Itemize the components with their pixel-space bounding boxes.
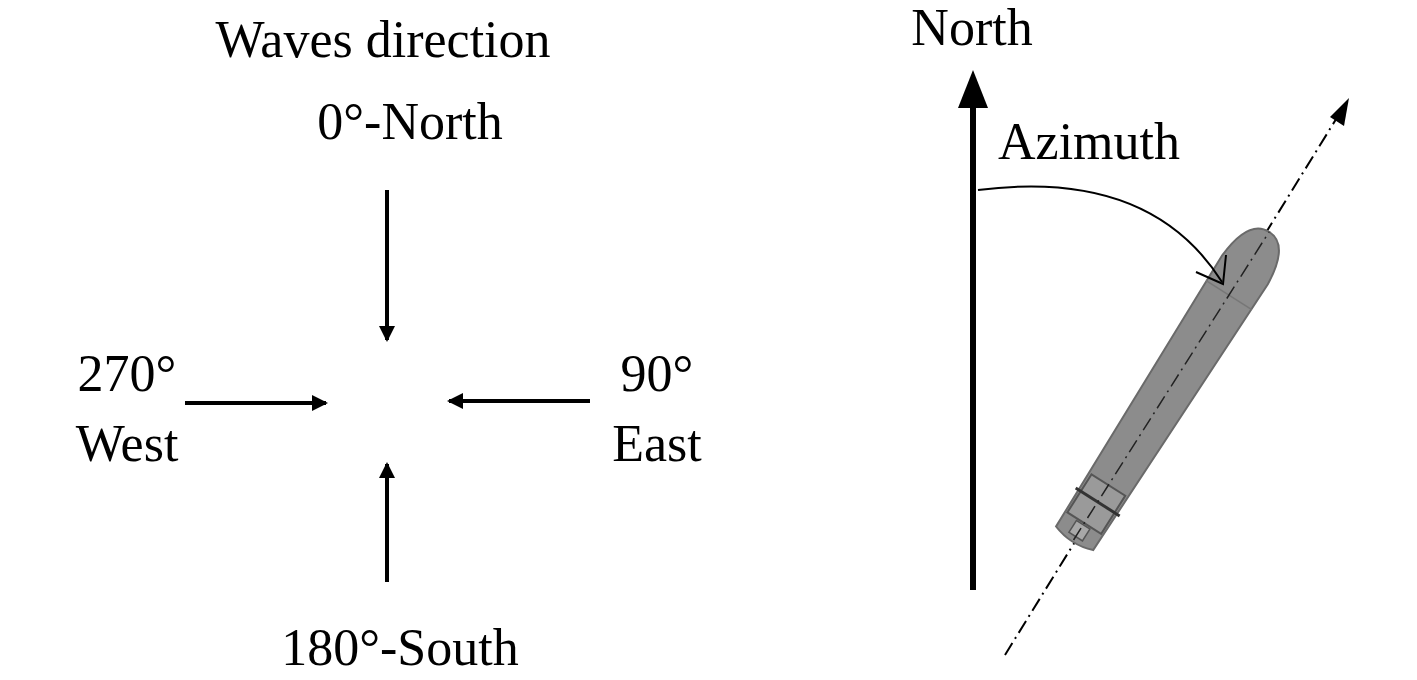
north-label: North [911,2,1032,54]
wave-arrow-west [185,401,326,405]
ship-figure [1050,217,1292,556]
title-label: Waves direction [215,14,550,66]
wave-arrow-north [385,190,389,340]
wave-arrows [185,190,590,582]
direction-label: 270° [78,348,177,400]
direction-label: 90° [621,348,694,400]
ship-axis [1005,116,1338,655]
north-arrow-head [958,70,988,108]
wave-arrow-east [449,399,590,403]
direction-label: 180°-South [281,622,518,674]
north-arrow-shaft [970,104,976,590]
azimuth-arc-head [1196,255,1226,284]
direction-label: West [76,418,179,470]
azimuth-label: Azimuth [998,116,1180,168]
direction-label: East [612,418,702,470]
direction-label: 0°-North [317,96,502,148]
ship-axis-head [1330,98,1349,126]
azimuth-arc [978,186,1222,282]
wave-arrow-south [385,464,389,582]
